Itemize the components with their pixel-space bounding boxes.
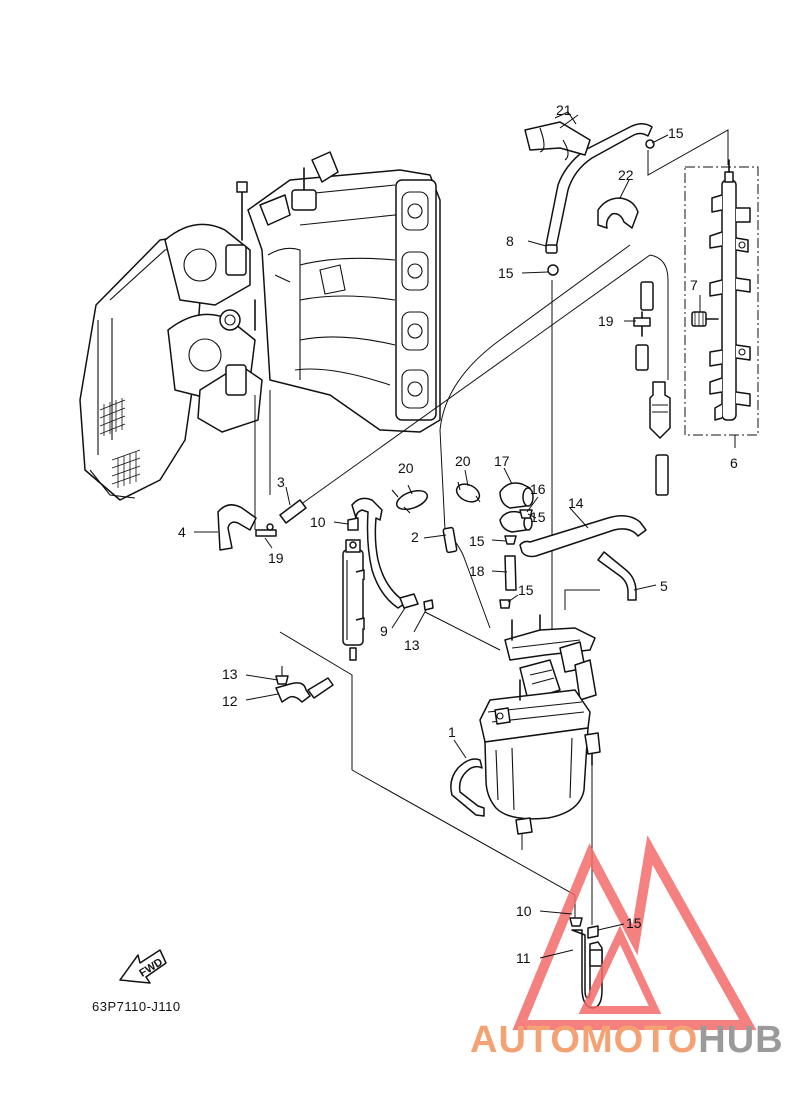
callout-leaders	[194, 114, 669, 959]
part-12-elbow	[275, 677, 334, 703]
hose-18	[504, 555, 517, 591]
callout-13-left: 13	[222, 666, 238, 682]
clamp-21	[524, 111, 591, 161]
part-3-sleeve	[279, 499, 307, 524]
callout-15-top: 15	[668, 125, 684, 141]
part-4-elbow-hose	[217, 504, 257, 551]
callout-15-upper: 15	[498, 265, 514, 281]
callout-13-mid: 13	[404, 637, 420, 653]
watermark-text-part1: AUTOMOTO	[470, 1019, 698, 1061]
callout-19-lower: 19	[268, 550, 284, 566]
callout-15-bottom: 15	[626, 915, 642, 931]
hose-9	[351, 497, 434, 611]
intake-port-openings	[401, 191, 429, 409]
callout-3: 3	[277, 474, 285, 490]
callout-18: 18	[469, 563, 485, 579]
hose-2	[442, 526, 458, 554]
clip-20-a	[391, 489, 429, 514]
watermark-logo-icon	[512, 835, 757, 1030]
part-19-fitting-left	[255, 523, 277, 537]
vapor-separator-assembly	[479, 614, 601, 820]
callout-1: 1	[448, 724, 456, 740]
fittings-15-cluster	[499, 509, 533, 609]
callout-10-upper: 10	[310, 514, 326, 530]
hose-14	[519, 515, 647, 558]
clip-20-b	[455, 481, 481, 503]
intake-manifold-assembly	[79, 151, 441, 501]
callout-14: 14	[568, 495, 584, 511]
callout-8: 8	[506, 233, 514, 249]
watermark-text: AUTOMOTOHUB	[470, 1019, 784, 1061]
callout-15-lower-mid: 15	[518, 582, 534, 598]
diagram-code: 63P7110-J110	[92, 999, 181, 1014]
callout-19-upper: 19	[598, 313, 614, 329]
callout-21: 21	[556, 102, 572, 118]
callout-2: 2	[411, 529, 419, 545]
hose-11-assembly	[569, 917, 603, 1009]
callout-10-lower: 10	[516, 903, 532, 919]
callout-4: 4	[178, 524, 186, 540]
part-7-element	[691, 311, 719, 327]
callout-20-b: 20	[455, 453, 471, 469]
leader-lines	[254, 129, 759, 925]
fuel-rail-brackets	[709, 194, 751, 421]
hose-19-upper-assembly	[633, 281, 671, 496]
hose-8	[545, 123, 655, 276]
part-17-cap	[499, 482, 534, 509]
callout-7: 7	[690, 277, 698, 293]
callout-12: 12	[222, 693, 238, 709]
hose-5	[597, 551, 637, 601]
fuel-rail-assembly	[709, 159, 751, 421]
vapor-separator-tube	[342, 539, 365, 661]
callout-22: 22	[618, 167, 634, 183]
callout-15-left: 15	[469, 533, 485, 549]
callout-9: 9	[380, 623, 388, 639]
watermark-text-part2: HUB	[698, 1019, 783, 1061]
clamp-22	[597, 197, 639, 229]
hose-1	[450, 758, 533, 835]
callout-15-mid: 15	[530, 509, 546, 525]
part-13-clip-lower-left	[275, 666, 289, 685]
callout-numbers: 21 15 22 8 15 7 19 6 3 4 19 20 20 17 16 …	[178, 102, 738, 966]
fwd-arrow-icon: FWD	[119, 949, 167, 984]
callout-5: 5	[660, 578, 668, 594]
callout-11: 11	[516, 950, 531, 966]
callout-16: 16	[530, 481, 546, 497]
callout-6: 6	[730, 455, 738, 471]
callout-20-a: 20	[398, 460, 414, 476]
part-10-clip-upper	[347, 517, 359, 531]
callout-17: 17	[494, 453, 510, 469]
